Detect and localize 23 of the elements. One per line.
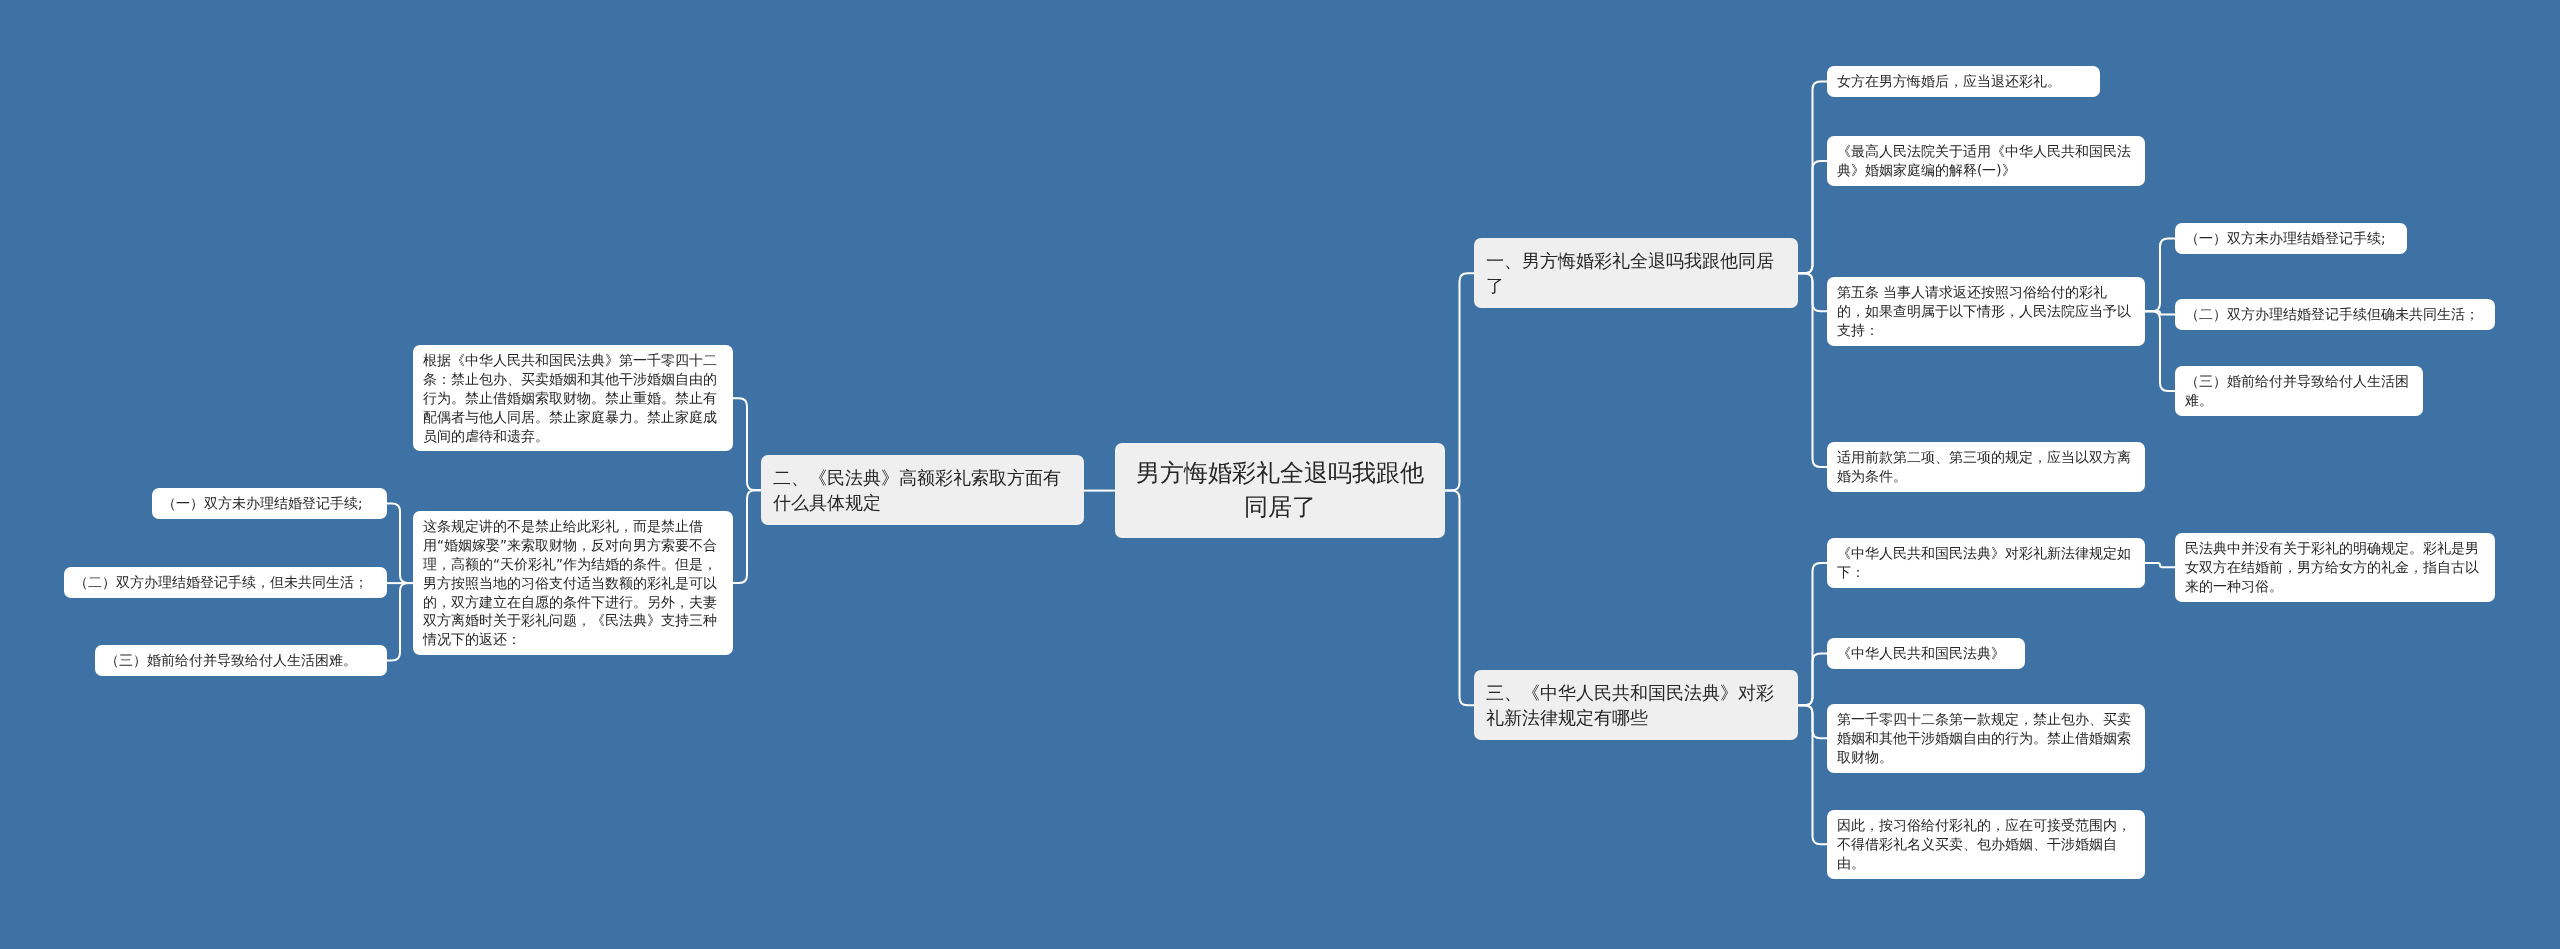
text-box: （二）双方办理结婚登记手续但确未共同生活； bbox=[2175, 299, 2495, 330]
text-box: 《中华人民共和国民法典》 bbox=[1827, 638, 2025, 669]
central-topic-box: 男方悔婚彩礼全退吗我跟他同居了 bbox=[1115, 443, 1445, 539]
text-box: 女方在男方悔婚后，应当退还彩礼。 bbox=[1827, 66, 2100, 97]
text-box: （三）婚前给付并导致给付人生活困难。 bbox=[95, 645, 387, 676]
text-box: （二）双方办理结婚登记手续，但未共同生活； bbox=[64, 567, 387, 598]
text-box: （三）婚前给付并导致给付人生活困难。 bbox=[2175, 366, 2423, 416]
text-box: 第一千零四十二条第一款规定，禁止包办、买卖婚姻和其他干涉婚姻自由的行为。禁止借婚姻索取财物。 bbox=[1827, 704, 2145, 773]
text-box: 根据《中华人民共和国民法典》第一千零四十二条：禁止包办、买卖婚姻和其他干涉婚姻自由的行为。禁止借婚姻索取财物。禁止重婚。禁止有配偶者与他人同居。禁止家庭暴力。禁止家庭成员间的虐待和遗弃。 bbox=[413, 345, 733, 452]
topic-box: 一、男方悔婚彩礼全退吗我跟他同居了 bbox=[1474, 238, 1798, 309]
text-box: （一）双方未办理结婚登记手续; bbox=[2175, 223, 2407, 254]
text-box: 适用前款第二项、第三项的规定，应当以双方离婚为条件。 bbox=[1827, 442, 2145, 492]
text-box: 第五条 当事人请求返还按照习俗给付的彩礼的，如果查明属于以下情形，人民法院应当予以支持： bbox=[1827, 277, 2145, 346]
connector-line bbox=[1083, 489, 1116, 492]
text-box: 《中华人民共和国民法典》对彩礼新法律规定如下： bbox=[1827, 538, 2145, 588]
topic-box: 二、《民法典》高额彩礼索取方面有什么具体规定 bbox=[761, 455, 1084, 526]
connector-line bbox=[2144, 561, 2176, 569]
text-box: 这条规定讲的不是禁止给此彩礼，而是禁止借用“婚姻嫁娶”来索取财物，反对向男方索要不合理，高额的“天价彩礼”作为结婚的条件。但是，男方按照当地的习俗支付适当数额的彩礼是可以的，双方建立在自愿的条件下进行。另外，夫妻双方离婚时关于彩礼问题，《民法典》支持三种情况下的返还： bbox=[413, 511, 733, 656]
text-box: 《最高人民法院关于适用《中华人民共和国民法典》婚姻家庭编的解释(一)》 bbox=[1827, 136, 2145, 186]
topic-box: 三、《中华人民共和国民法典》对彩礼新法律规定有哪些 bbox=[1474, 670, 1798, 741]
text-box: （一）双方未办理结婚登记手续; bbox=[152, 488, 387, 519]
text-box: 民法典中并没有关于彩礼的明确规定。彩礼是男女双方在结婚前，男方给女方的礼金，指自古以来的一种习俗。 bbox=[2175, 533, 2495, 602]
text-box: 因此，按习俗给付彩礼的，应在可接受范围内，不得借彩礼名义买卖、包办婚姻、干涉婚姻自由。 bbox=[1827, 810, 2145, 879]
